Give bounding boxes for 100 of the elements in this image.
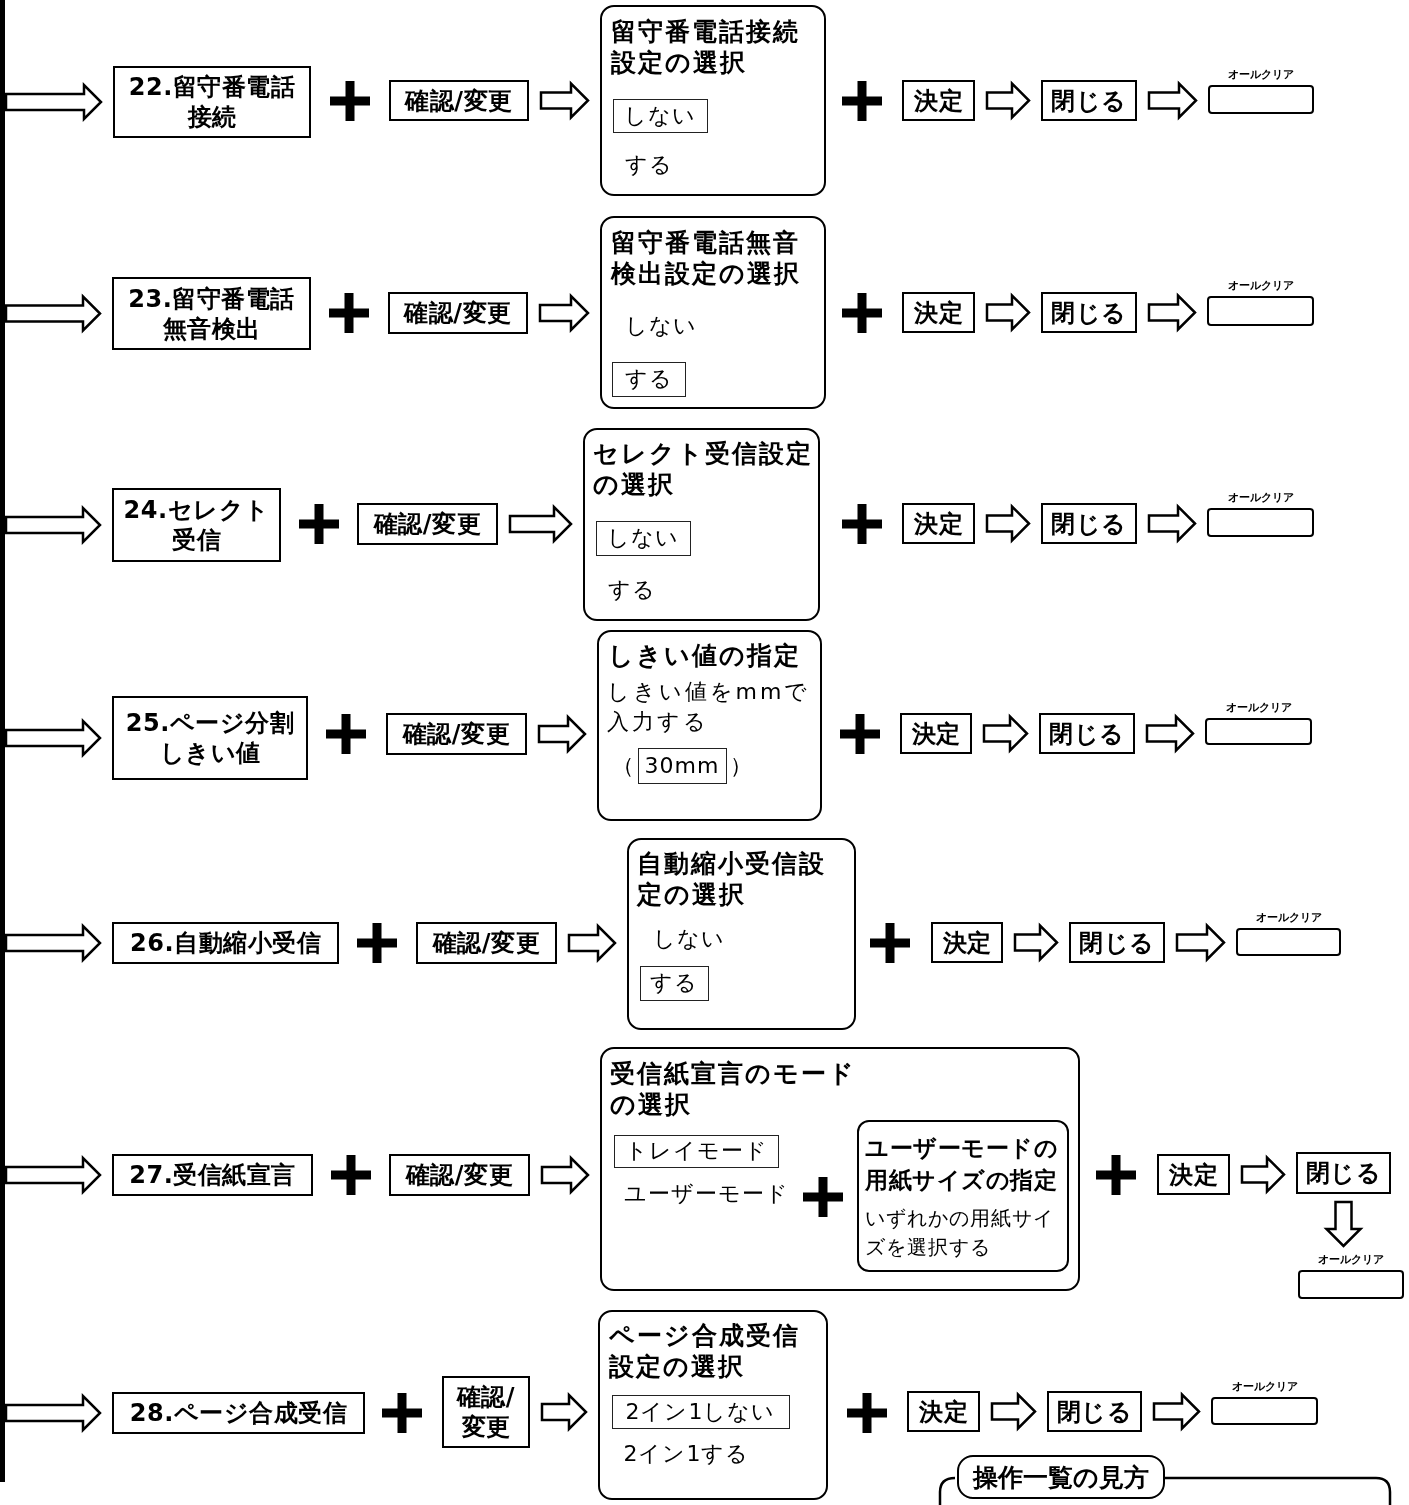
key-box: 確認/変更 <box>416 922 557 964</box>
key-label: オールクリア <box>1226 280 1295 292</box>
selection-panel <box>600 216 826 409</box>
key-box: 確認/変更 <box>389 80 529 121</box>
hollow-arrow <box>982 713 1029 754</box>
hollow-arrow <box>1323 1200 1364 1248</box>
key-label: オールクリア <box>1317 1254 1385 1266</box>
section-tab: 操作一覧の見方 <box>957 1455 1165 1499</box>
selection-panel <box>600 5 826 196</box>
panel-heading: 留守番電話無音検出設定の選択 <box>610 226 802 289</box>
hollow-arrow <box>1145 713 1195 754</box>
option-text: ユーザーモード <box>623 1179 789 1208</box>
key-box: 閉じる <box>1069 922 1165 963</box>
hollow-arrow <box>539 80 590 121</box>
panel-text: しきい値をmmで入力する <box>606 677 812 736</box>
key-box: 確認/変更 <box>357 503 498 545</box>
option-box: トレイモード <box>613 1134 779 1168</box>
menu-item-box: 25.ページ分割しきい値 <box>112 696 308 780</box>
blank-key-box <box>1236 928 1341 956</box>
panel-heading: ユーザーモードの用紙サイズの指定 <box>865 1134 1059 1195</box>
panel-heading: セレクト受信設定の選択 <box>592 437 814 500</box>
key-box: 確認/変更 <box>442 1376 530 1448</box>
menu-item-box: 22.留守番電話接続 <box>113 66 311 138</box>
key-box: 決定 <box>902 80 975 121</box>
key-box: 確認/変更 <box>389 1154 530 1196</box>
hollow-arrow <box>1147 503 1197 544</box>
hollow-arrow <box>990 1391 1037 1432</box>
blank-key-box <box>1298 1270 1404 1299</box>
selection-panel <box>598 1310 828 1500</box>
sub-panel <box>856 1119 1069 1272</box>
key-box: 閉じる <box>1041 503 1137 544</box>
key-box: 閉じる <box>1039 713 1135 754</box>
panel-heading: 受信紙宣言のモードの選択 <box>609 1057 857 1120</box>
hollow-arrow <box>1147 80 1198 121</box>
hollow-arrow <box>4 82 103 122</box>
option-text: する <box>624 150 673 179</box>
blank-key-box <box>1207 508 1314 537</box>
panel-heading: 留守番電話接続設定の選択 <box>610 15 801 78</box>
key-box: 決定 <box>902 292 975 333</box>
hollow-arrow <box>538 293 590 333</box>
key-label: オールクリア <box>1254 912 1323 924</box>
blank-key-box <box>1211 1397 1318 1425</box>
hollow-arrow <box>1013 922 1059 963</box>
hollow-arrow <box>985 503 1031 544</box>
key-box: 閉じる <box>1041 80 1137 121</box>
selection-panel <box>627 838 856 1030</box>
hollow-arrow <box>4 923 102 963</box>
key-box: 決定 <box>902 503 975 544</box>
selection-panel <box>583 428 820 621</box>
option-box: しない <box>612 98 708 133</box>
hollow-arrow <box>985 292 1031 333</box>
hollow-arrow <box>4 1155 102 1195</box>
menu-item-box: 23.留守番電話無音検出 <box>112 277 311 350</box>
key-label: オールクリア <box>1226 492 1295 504</box>
hollow-arrow <box>508 504 573 544</box>
hollow-arrow <box>4 293 102 334</box>
key-label: オールクリア <box>1224 702 1293 714</box>
key-box: 決定 <box>900 713 972 754</box>
hollow-arrow <box>4 505 102 545</box>
hollow-arrow <box>1152 1391 1201 1432</box>
selection-panel <box>600 1047 1080 1291</box>
key-box: 確認/変更 <box>386 713 527 755</box>
hollow-arrow <box>4 718 102 758</box>
hollow-arrow <box>1175 922 1226 963</box>
menu-item-box: 24.セレクト受信 <box>112 488 281 562</box>
menu-item-box: 28.ページ合成受信 <box>112 1392 365 1434</box>
hollow-arrow <box>540 1392 588 1432</box>
selection-panel <box>597 630 822 821</box>
hollow-arrow <box>4 1393 102 1433</box>
panel-text: いずれかの用紙サイズを選択する <box>865 1205 1055 1261</box>
panel-heading: 自動縮小受信設定の選択 <box>636 847 827 910</box>
option-box: 30mm <box>637 747 727 784</box>
option-box: する <box>611 361 686 397</box>
menu-item-box: 27.受信紙宣言 <box>112 1154 313 1196</box>
panel-heading: ページ合成受信設定の選択 <box>608 1319 801 1382</box>
option-text: しない <box>624 311 697 340</box>
key-box: 決定 <box>931 922 1003 963</box>
blank-key-box <box>1205 718 1312 745</box>
key-box: 閉じる <box>1296 1152 1391 1194</box>
key-box: 閉じる <box>1047 1391 1142 1432</box>
hollow-arrow <box>537 714 587 754</box>
key-box: 確認/変更 <box>388 292 528 334</box>
option-box: 2イン1しない <box>611 1394 790 1429</box>
hollow-arrow <box>985 80 1031 121</box>
option-box: しない <box>595 520 691 556</box>
key-label: オールクリア <box>1230 1381 1299 1393</box>
hollow-arrow <box>1240 1154 1286 1195</box>
key-box: 決定 <box>907 1391 980 1432</box>
menu-item-box: 26.自動縮小受信 <box>112 922 339 964</box>
option-text: する <box>607 575 656 604</box>
hollow-arrow <box>567 923 617 963</box>
key-label: オールクリア <box>1227 69 1295 81</box>
key-box: 閉じる <box>1041 292 1137 333</box>
hollow-arrow <box>1147 292 1197 333</box>
option-text: 2イン1する <box>623 1439 750 1468</box>
option-text: しない <box>652 924 725 953</box>
panel-heading: しきい値の指定 <box>607 639 802 671</box>
key-box: 決定 <box>1157 1154 1230 1195</box>
blank-key-box <box>1208 85 1314 114</box>
hollow-arrow <box>540 1155 590 1195</box>
